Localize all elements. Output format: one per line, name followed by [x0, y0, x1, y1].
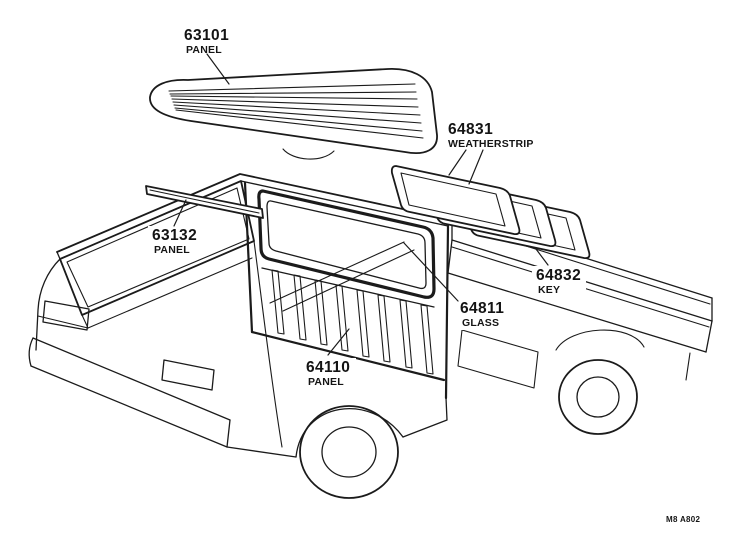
- leader-line: [468, 149, 484, 185]
- weatherstrip-outer: [390, 165, 521, 236]
- rib-line: [173, 104, 422, 124]
- slat-bar: [335, 284, 349, 352]
- rib-line: [171, 98, 419, 108]
- rear-wheel-inner: [576, 376, 620, 418]
- label-halo: [180, 26, 238, 57]
- slat-bar: [399, 299, 413, 369]
- bumper-cap-left: [28, 337, 34, 367]
- slat-bar: [271, 269, 285, 335]
- part-name: PANEL: [308, 376, 344, 388]
- part-name: KEY: [538, 284, 560, 296]
- rib-line: [172, 101, 421, 116]
- fuel-tank: [457, 329, 539, 389]
- roof-rail-outer: [56, 173, 450, 253]
- rib-line: [175, 109, 424, 139]
- label-halo: [302, 358, 356, 389]
- panel-slats: [271, 269, 434, 375]
- rear-wheel-outer: [558, 359, 638, 435]
- part-name: PANEL: [154, 244, 190, 256]
- leader-line: [206, 53, 230, 85]
- bumper-top: [32, 337, 231, 421]
- wheels-drawing: [299, 359, 638, 499]
- label-halo: [456, 299, 512, 330]
- glass-through-window-a: [269, 241, 405, 304]
- slat-bar: [420, 304, 434, 375]
- bed-rear-edge: [705, 320, 713, 353]
- front-crease-link: [37, 315, 89, 329]
- label-64832: 64832 KEY: [532, 248, 586, 297]
- part-number: 64832: [536, 267, 581, 284]
- bed-side-left-edge: [447, 239, 453, 274]
- roof-panel-lip: [282, 148, 335, 160]
- roof-panel-outline: [149, 68, 438, 154]
- slat-bar: [356, 289, 370, 358]
- back-panel-bottom-edge: [250, 330, 446, 382]
- rocker-line: [226, 446, 297, 458]
- leader-line: [173, 199, 187, 227]
- front-wheel-arch: [295, 408, 404, 458]
- glass-group-drawing: [390, 165, 591, 260]
- label-halo: [532, 266, 586, 297]
- label-64831: 64831 WEATHERSTRIP: [444, 120, 556, 185]
- leader-line: [448, 149, 467, 176]
- bed-side-bottom: [447, 272, 707, 353]
- leader-line: [403, 242, 459, 302]
- back-panel-right-edge: [444, 224, 450, 400]
- label-63132: 63132 PANEL: [148, 199, 202, 257]
- label-64811: 64811 GLASS: [403, 242, 512, 330]
- front-crease: [87, 257, 253, 329]
- cab-drawing: [28, 173, 450, 458]
- weatherstrip-inner: [400, 172, 506, 227]
- label-halo: [148, 226, 202, 257]
- door-edge: [253, 240, 283, 448]
- cab-left-edge: [35, 258, 61, 351]
- slat-region-top: [261, 267, 435, 308]
- diagram-code-footnote: M8 A802: [666, 515, 701, 524]
- rib-line: [168, 83, 416, 92]
- rear-fender-arc: [555, 329, 645, 351]
- label-63101: 63101 PANEL: [180, 26, 238, 85]
- label-halo: [444, 120, 556, 151]
- rail-drawing: [145, 185, 264, 219]
- leader-line: [327, 328, 350, 356]
- slat-bar: [314, 279, 328, 346]
- rail-inner-line: [149, 189, 260, 214]
- cab-bottom-rear: [402, 397, 448, 438]
- part-number: 63132: [152, 227, 197, 244]
- front-wheel-inner: [321, 426, 377, 478]
- part-number: 63101: [184, 27, 229, 44]
- headlamp-right: [161, 359, 215, 391]
- roof-rail-cap-left: [56, 251, 61, 260]
- label-64110: 64110 PANEL: [302, 328, 356, 389]
- rear-mudflap: [685, 352, 691, 381]
- roof-panel-drawing: [149, 68, 438, 160]
- rib-line: [170, 95, 418, 100]
- bumper-bottom: [30, 365, 228, 448]
- rear-window-frame-outer: [257, 189, 436, 299]
- headlamp-left: [42, 300, 90, 331]
- part-name: WEATHERSTRIP: [448, 138, 534, 150]
- rib-line: [169, 91, 417, 95]
- leader-line: [535, 248, 549, 266]
- slat-bar: [377, 294, 391, 363]
- part-name: GLASS: [462, 317, 499, 329]
- slat-bar: [293, 274, 307, 341]
- bumper-cap-right: [226, 419, 231, 448]
- back-panel-drawing: [243, 181, 450, 400]
- rib-line: [174, 107, 423, 132]
- part-name: PANEL: [186, 44, 222, 56]
- part-number: 64831: [448, 121, 493, 138]
- glass-through-window-b: [282, 249, 415, 312]
- roof-panel-ribs: [168, 83, 424, 139]
- part-number: 64110: [306, 359, 350, 376]
- front-wheel-outer: [299, 405, 399, 499]
- part-number: 64811: [460, 300, 504, 317]
- rear-window-frame-inner: [266, 200, 427, 290]
